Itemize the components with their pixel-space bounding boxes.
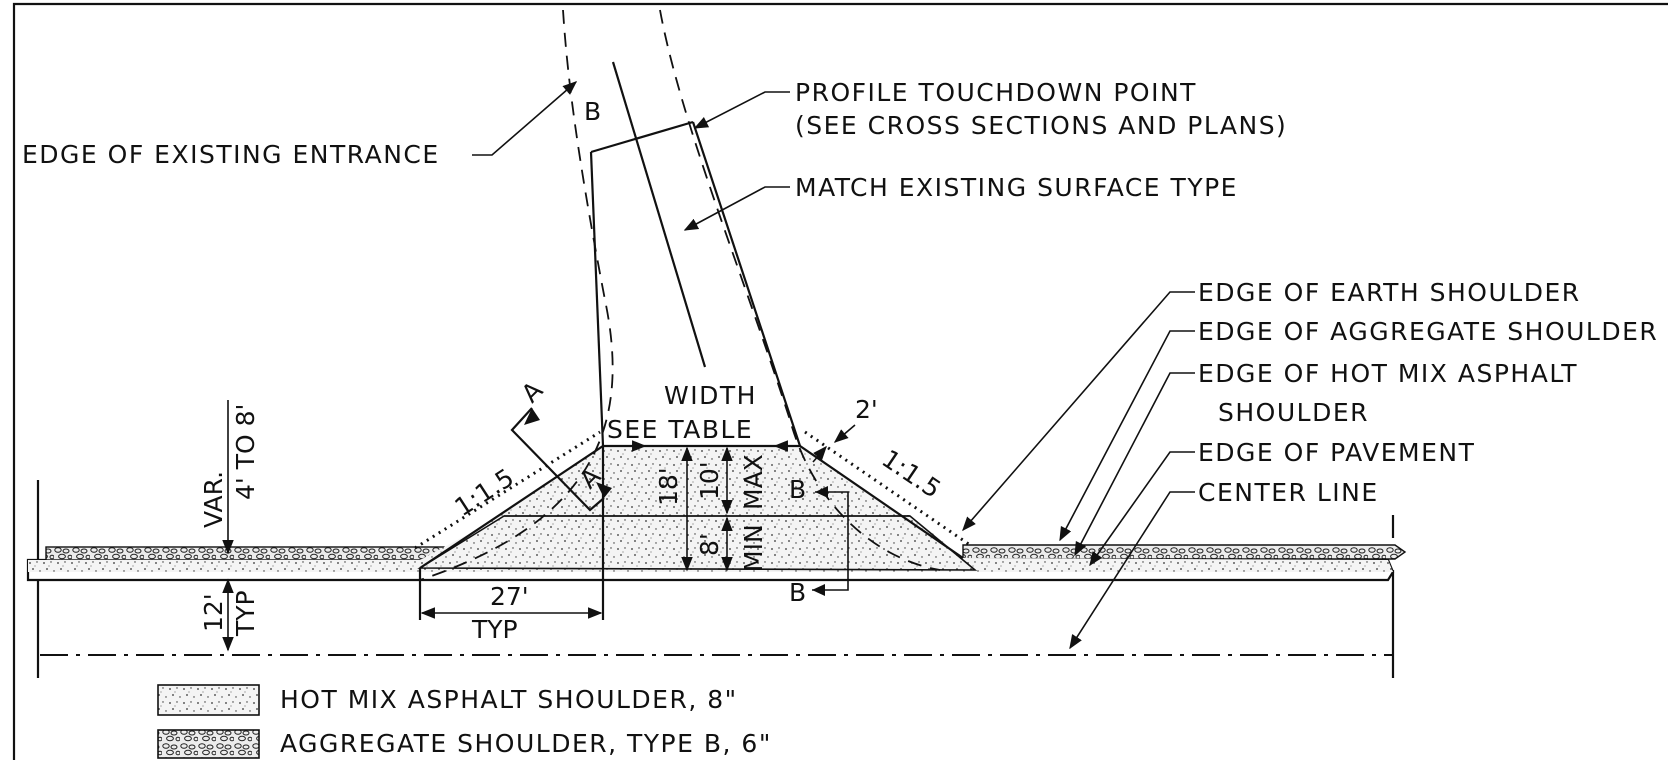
see-table-label: SEE TABLE <box>607 415 753 444</box>
slope-dotted-lines <box>414 430 971 550</box>
entrance-outline <box>418 61 964 620</box>
eight-label: 8' <box>695 533 724 556</box>
twelve-typ-label: TYP <box>231 590 260 637</box>
match-surface-label: MATCH EXISTING SURFACE TYPE <box>795 173 1238 202</box>
min-label: MIN <box>739 524 768 572</box>
edge-hma-shoulder-label: EDGE OF HOT MIX ASPHALT <box>1198 359 1578 388</box>
edge-existing-entrance-label: EDGE OF EXISTING ENTRANCE <box>22 140 440 169</box>
twenty-seven-typ-label: TYP <box>471 615 518 644</box>
legend-stipple-swatch <box>157 684 260 716</box>
leader-lines <box>472 81 1195 650</box>
legend-aggregate-label: AGGREGATE SHOULDER, TYPE B, 6" <box>280 729 772 758</box>
edge-hma-shoulder-label-2: SHOULDER <box>1218 398 1369 427</box>
profile-touchdown-label: PROFILE TOUCHDOWN POINT <box>795 78 1197 107</box>
eighteen-label: 18' <box>654 467 683 506</box>
legend-hma-label: HOT MIX ASPHALT SHOULDER, 8" <box>280 685 738 714</box>
center-line-label: CENTER LINE <box>1198 478 1379 507</box>
aggregate-shoulder <box>45 544 1407 561</box>
legend: HOT MIX ASPHALT SHOULDER, 8" AGGREGATE S… <box>157 684 772 759</box>
section-a-top: A <box>516 376 549 409</box>
max-label: MAX <box>739 454 768 510</box>
edge-pavement-label: EDGE OF PAVEMENT <box>1198 438 1475 467</box>
existing-entrance-edges <box>419 9 941 581</box>
twelve-foot-label: 12' <box>199 593 228 632</box>
two-foot-label: 2' <box>855 395 878 424</box>
legend-aggregate-swatch <box>157 729 260 759</box>
section-a-markers <box>510 407 612 512</box>
profile-touchdown-sublabel: (SEE CROSS SECTIONS AND PLANS) <box>795 111 1287 140</box>
section-b-bottom: B <box>789 578 806 607</box>
ten-label: 10' <box>695 461 724 500</box>
callout-labels: PROFILE TOUCHDOWN POINT (SEE CROSS SECTI… <box>22 78 1658 507</box>
dimension-lines <box>222 400 856 652</box>
drawing-border <box>12 2 1668 760</box>
edge-earth-shoulder-label: EDGE OF EARTH SHOULDER <box>1198 278 1581 307</box>
twenty-seven-label: 27' <box>490 582 529 611</box>
slope-right-label: 1:1.5 <box>877 444 946 504</box>
section-b-markers <box>812 486 849 596</box>
section-b-top: B <box>584 97 601 126</box>
var-label: VAR. <box>199 471 228 528</box>
section-b-mid: B <box>789 475 806 504</box>
var-range-label: 4' TO 8' <box>231 404 260 500</box>
width-label: WIDTH <box>664 381 757 410</box>
edge-aggregate-shoulder-label: EDGE OF AGGREGATE SHOULDER <box>1198 317 1658 346</box>
